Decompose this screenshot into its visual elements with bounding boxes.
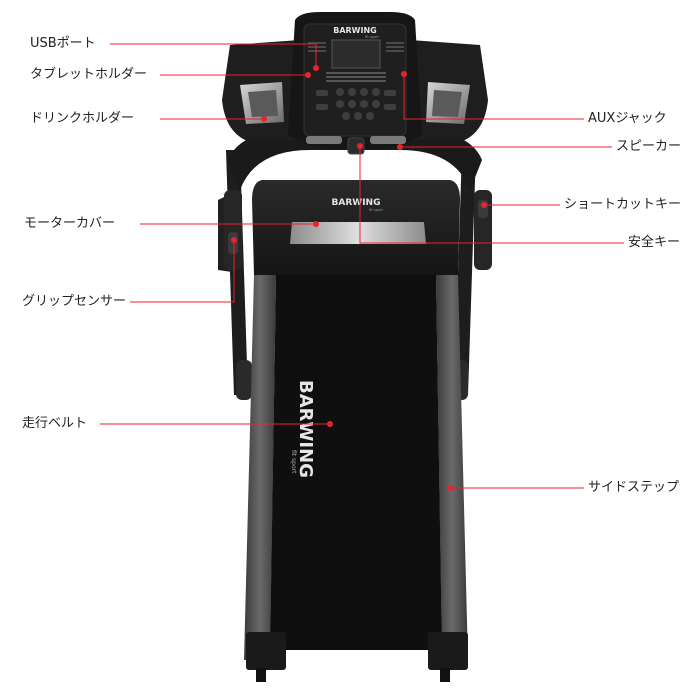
side-rail-right <box>436 275 468 660</box>
motor-hood: BARWING fit sport <box>252 180 460 275</box>
leader-dots <box>231 65 487 491</box>
console-logo: BARWING <box>333 26 377 35</box>
speaker-left <box>306 136 342 144</box>
leader-lines <box>100 43 624 489</box>
label-speaker: スピーカー <box>616 139 682 154</box>
belt-logo: BARWING <box>295 380 316 478</box>
console-panel: BARWING fit sport <box>288 12 422 155</box>
belt-logo-sub: fit sport <box>290 450 297 474</box>
speaker-right <box>370 136 406 144</box>
console-arch <box>228 128 482 190</box>
side-rail-left <box>244 275 276 660</box>
drink-holder-right <box>426 82 470 124</box>
label-aux-jack: AUXジャック <box>588 111 667 126</box>
label-shortcut-key: ショートカットキー <box>564 197 682 212</box>
label-tablet-holder: タブレットホルダー <box>30 67 148 82</box>
label-safety-key: 安全キー <box>628 235 681 250</box>
label-usb-port: USBポート <box>30 36 96 51</box>
hood-logo: BARWING <box>332 198 381 208</box>
hood-logo-sub: fit sport <box>369 208 383 212</box>
label-grip-sensor: グリップセンサー <box>22 294 127 309</box>
drink-holder-left <box>240 82 284 124</box>
label-motor-cover: モーターカバー <box>24 216 116 231</box>
rear-foot-right <box>428 632 468 670</box>
running-belt <box>270 275 442 650</box>
label-side-step: サイドステップ <box>588 480 680 495</box>
handrail-left <box>218 190 242 272</box>
console-logo-sub: fit sport <box>365 35 379 39</box>
rear-foot-left <box>246 632 286 670</box>
handrail-right <box>474 190 492 270</box>
label-drink-holder: ドリンクホルダー <box>30 111 135 126</box>
label-running-belt: 走行ベルト <box>22 416 88 431</box>
